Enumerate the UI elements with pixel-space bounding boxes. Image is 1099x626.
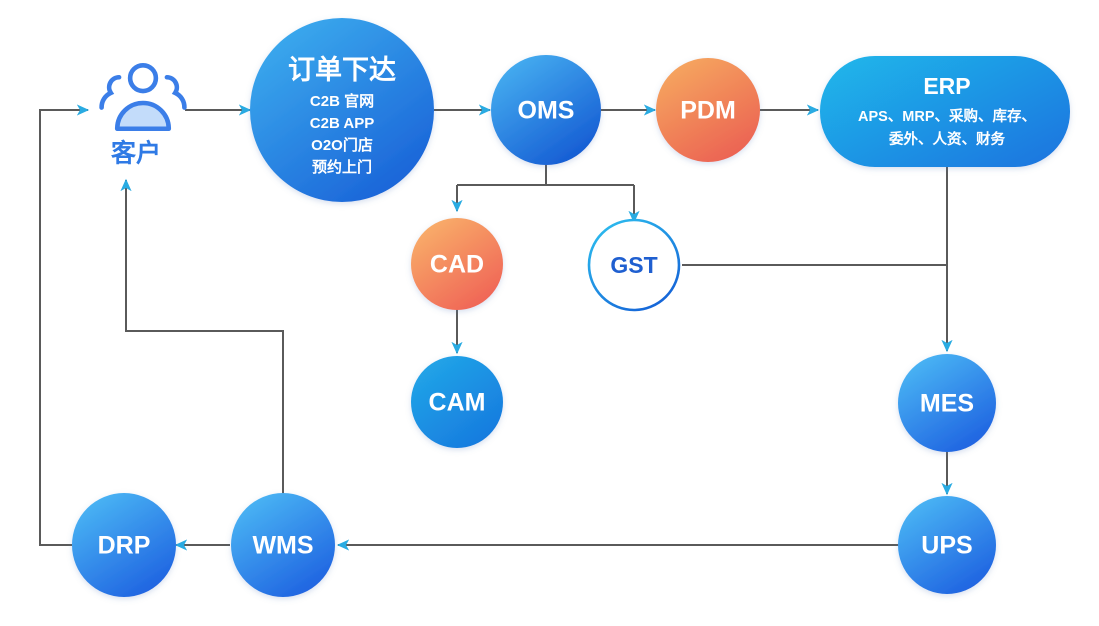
edge-oms-bus: [457, 165, 634, 186]
mes-label: MES: [920, 390, 974, 418]
erp-line-1: APS、MRP、采购、库存、: [858, 107, 1036, 125]
cad-label: CAD: [430, 251, 484, 279]
pdm-label: PDM: [680, 97, 736, 125]
node-pdm[interactable]: PDM: [656, 58, 760, 162]
pdm-circle[interactable]: [656, 58, 760, 162]
node-cam[interactable]: CAM: [411, 356, 503, 448]
drp-label: DRP: [98, 532, 151, 560]
ups-circle[interactable]: [898, 496, 996, 594]
order-line-4: 预约上门: [312, 158, 372, 176]
cad-circle[interactable]: [411, 218, 503, 310]
erp-shape[interactable]: [820, 56, 1070, 167]
people-group-icon: [99, 62, 187, 132]
node-drp[interactable]: DRP: [72, 493, 176, 597]
erp-line-2: 委外、人资、财务: [889, 130, 1005, 148]
gst-circle[interactable]: [587, 218, 681, 312]
node-oms[interactable]: OMS: [491, 55, 601, 165]
ups-label: UPS: [921, 532, 972, 560]
node-order[interactable]: 订单下达 C2B 官网 C2B APP O2O门店 预约上门: [250, 18, 434, 202]
node-cad[interactable]: CAD: [411, 218, 503, 310]
node-mes[interactable]: MES: [898, 354, 996, 452]
cam-circle[interactable]: [411, 356, 503, 448]
order-line-2: C2B APP: [310, 115, 374, 132]
node-customer[interactable]: 客户: [99, 62, 187, 168]
gst-label: GST: [610, 252, 657, 278]
node-gst[interactable]: GST: [587, 218, 681, 312]
cam-label: CAM: [429, 389, 486, 417]
wms-label: WMS: [252, 532, 313, 560]
node-wms[interactable]: WMS: [231, 493, 335, 597]
drp-circle[interactable]: [72, 493, 176, 597]
customer-label: 客户: [111, 139, 161, 168]
order-line-3: O2O门店: [311, 136, 373, 154]
edge-drp-to-customer: [39, 104, 90, 546]
node-ups[interactable]: UPS: [898, 496, 996, 594]
node-erp[interactable]: ERP APS、MRP、采购、库存、 委外、人资、财务: [820, 56, 1070, 167]
erp-title: ERP: [923, 73, 970, 99]
order-line-1: C2B 官网: [310, 92, 374, 110]
oms-label: OMS: [518, 97, 575, 125]
connector-layer: [39, 104, 953, 551]
oms-circle[interactable]: [491, 55, 601, 165]
mes-circle[interactable]: [898, 354, 996, 452]
order-circle[interactable]: [250, 18, 434, 202]
edge-wms-to-customer: [120, 178, 284, 498]
order-title: 订单下达: [288, 55, 396, 85]
wms-circle[interactable]: [231, 493, 335, 597]
